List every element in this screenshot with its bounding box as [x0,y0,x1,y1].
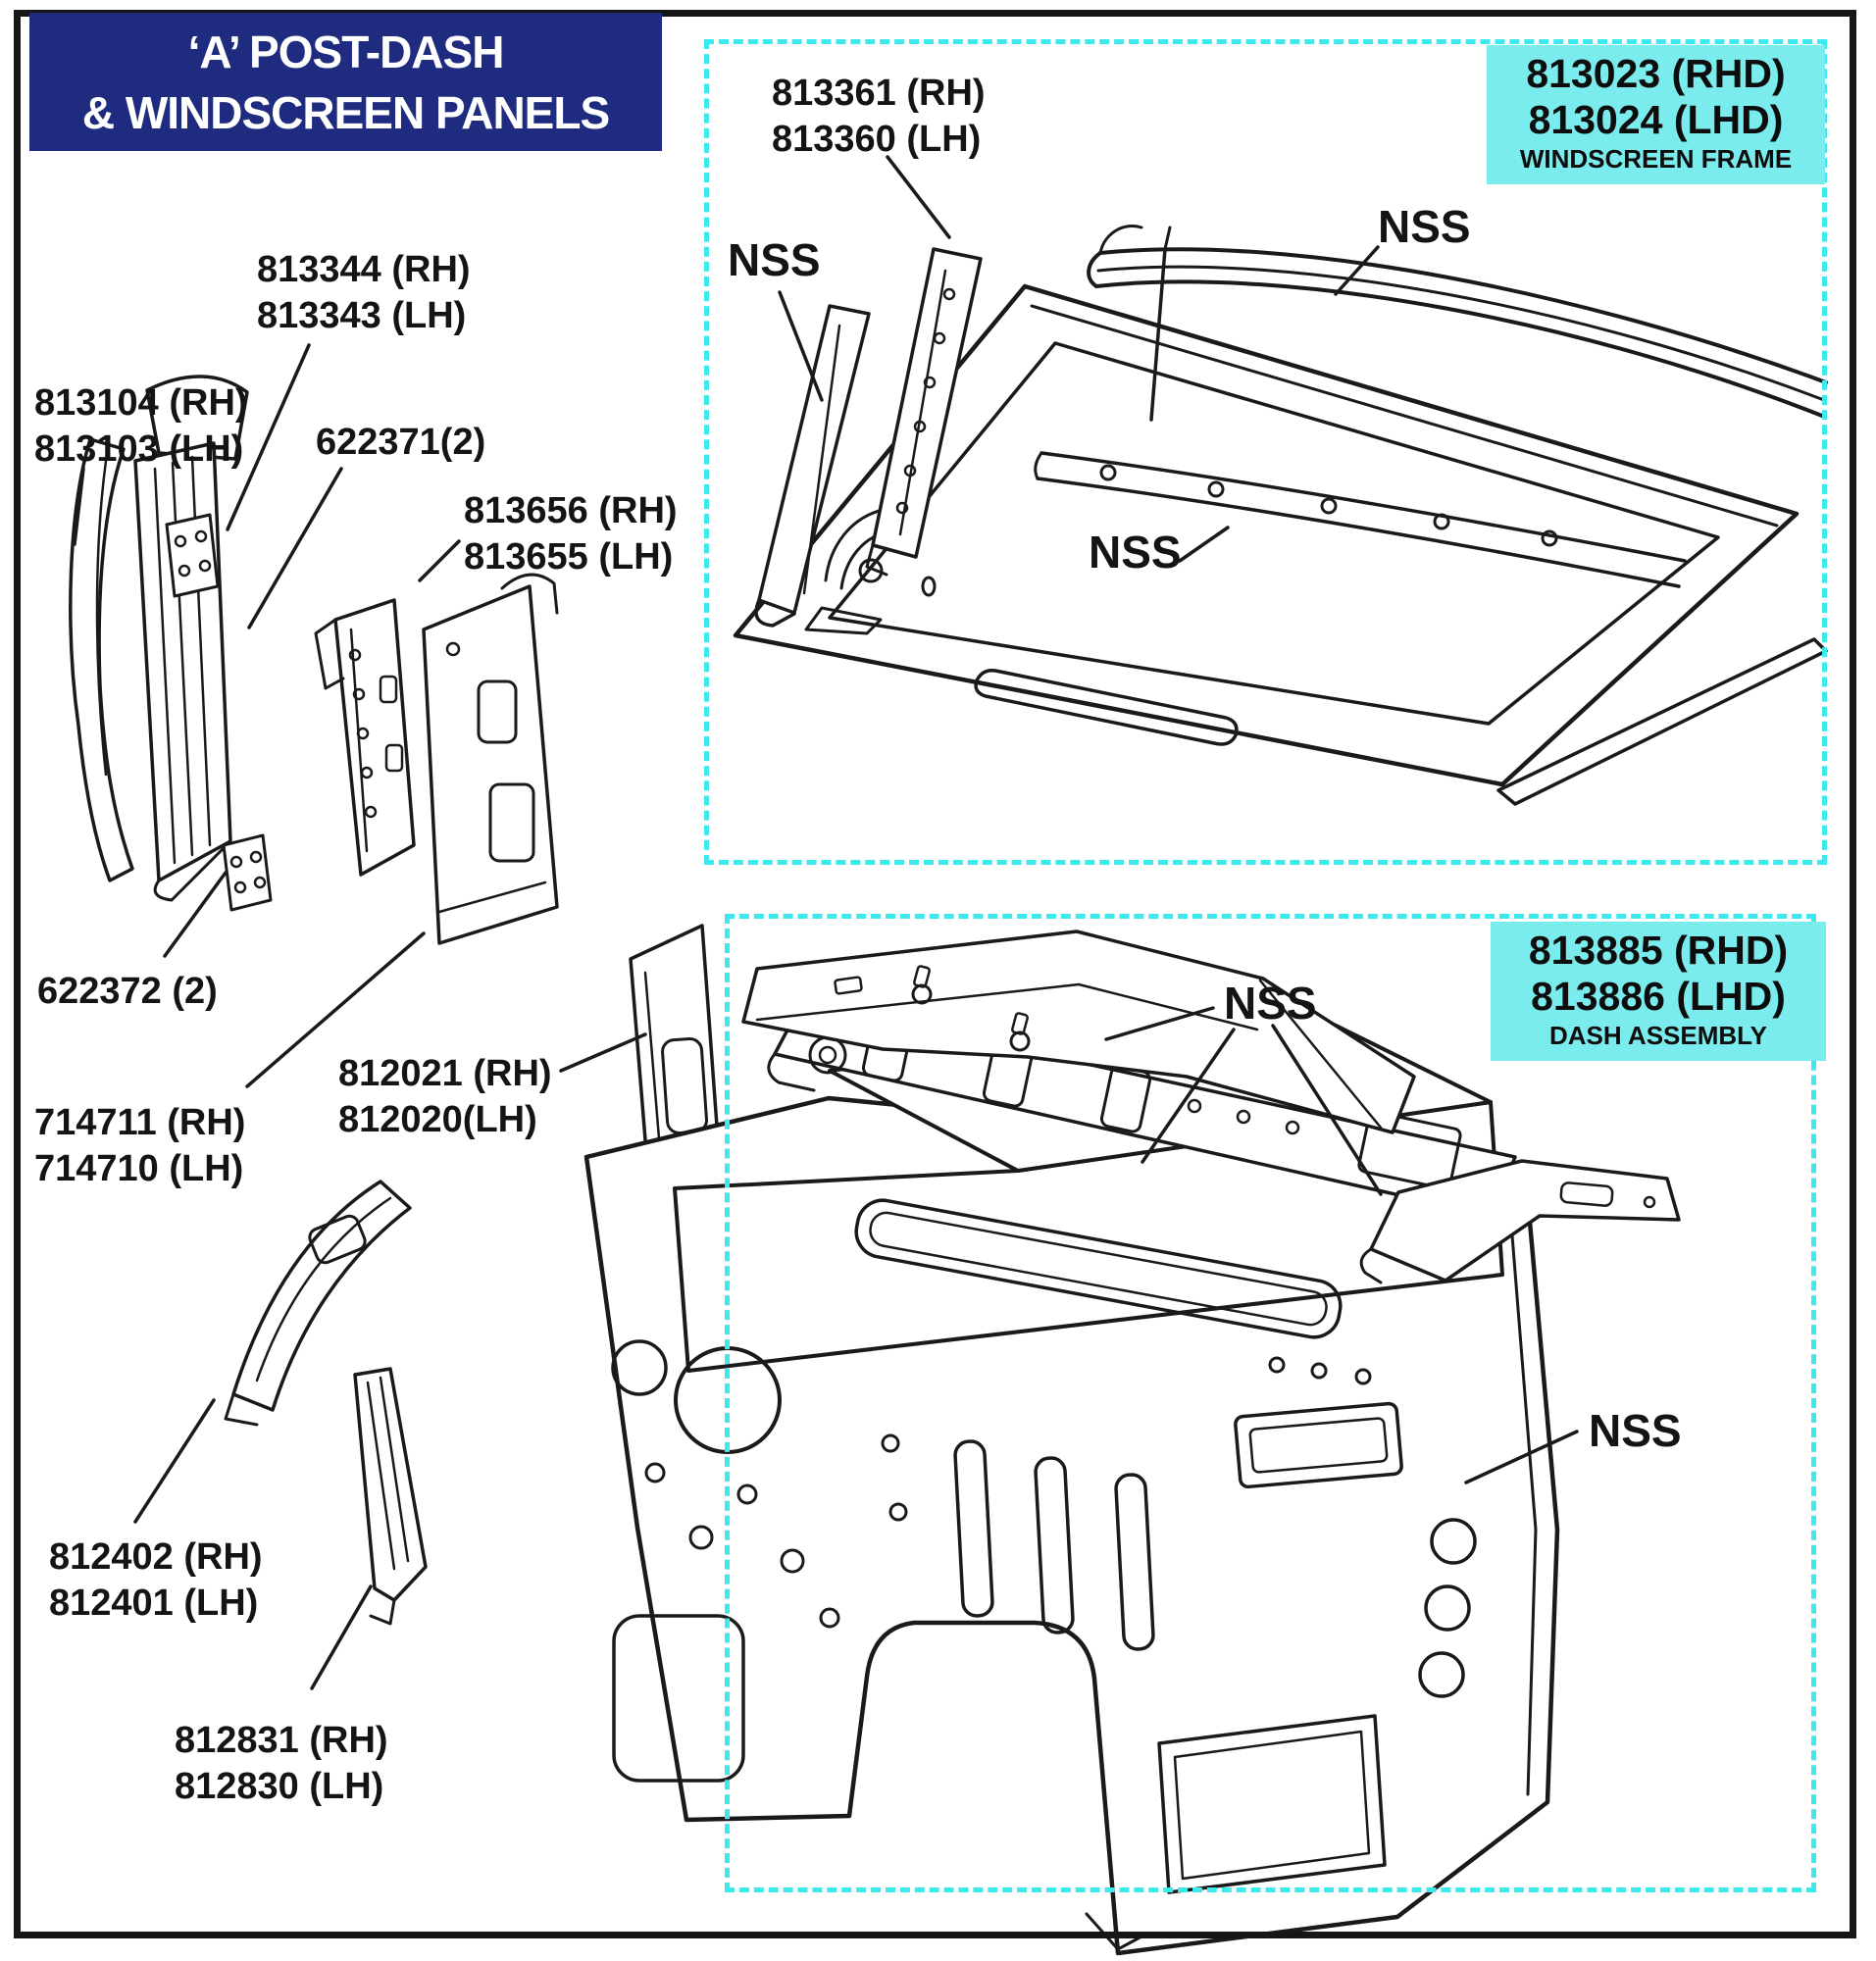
part-label-622372: 622372 (2) [37,971,218,1012]
dash-assembly-rhd-number: 813885 (RHD) [1528,928,1789,973]
part-label-812021: 812021 (RH) 812020(LH) [338,1053,552,1140]
nss-label-windscreen-left: NSS [728,234,821,285]
windscreen-frame-rhd-number: 813023 (RHD) [1526,51,1786,96]
windscreen-frame-box [704,39,1827,865]
nss-label-dash-top: NSS [1224,978,1317,1029]
title-banner: ‘A’ POST-DASH & WINDSCREEN PANELS [29,13,662,151]
title-line-1: ‘A’ POST-DASH [187,25,505,77]
leader-lines [73,155,1579,1690]
title-line-2: & WINDSCREEN PANELS [81,86,610,138]
nss-label-windscreen-rail: NSS [1089,527,1182,578]
windscreen-frame-lhd-number: 813024 (LHD) [1528,97,1784,142]
part-label-812402: 812402 (RH) 812401 (LH) [49,1536,263,1624]
part-label-813656: 813656 (RH) 813655 (LH) [464,490,678,578]
dash-assembly-box [725,914,1816,1892]
windscreen-frame-part-box: 813023 (RHD) 813024 (LHD) WINDSCREEN FRA… [1487,45,1825,184]
dash-assembly-drawing [583,930,1681,1956]
part-label-813361: 813361 (RH) 813360 (LH) [772,73,986,160]
dash-assembly-lhd-number: 813886 (LHD) [1531,974,1786,1019]
part-label-622371: 622371(2) [316,422,486,463]
windscreen-frame-drawing [733,225,1828,806]
nss-label-windscreen-top: NSS [1378,201,1471,252]
dash-assembly-caption: DASH ASSEMBLY [1548,1021,1767,1050]
part-label-812831: 812831 (RH) 812830 (LH) [175,1720,388,1807]
nss-label-dash-right: NSS [1589,1405,1682,1456]
part-label-813104: 813104 (RH) 813103 (LH) [34,382,248,470]
part-label-813344: 813344 (RH) 813343 (LH) [257,249,471,336]
windscreen-frame-caption: WINDSCREEN FRAME [1519,144,1793,174]
dash-assembly-part-box: 813885 (RHD) 813886 (LHD) DASH ASSEMBLY [1491,922,1826,1061]
part-label-714711: 714711 (RH) 714710 (LH) [34,1102,246,1189]
